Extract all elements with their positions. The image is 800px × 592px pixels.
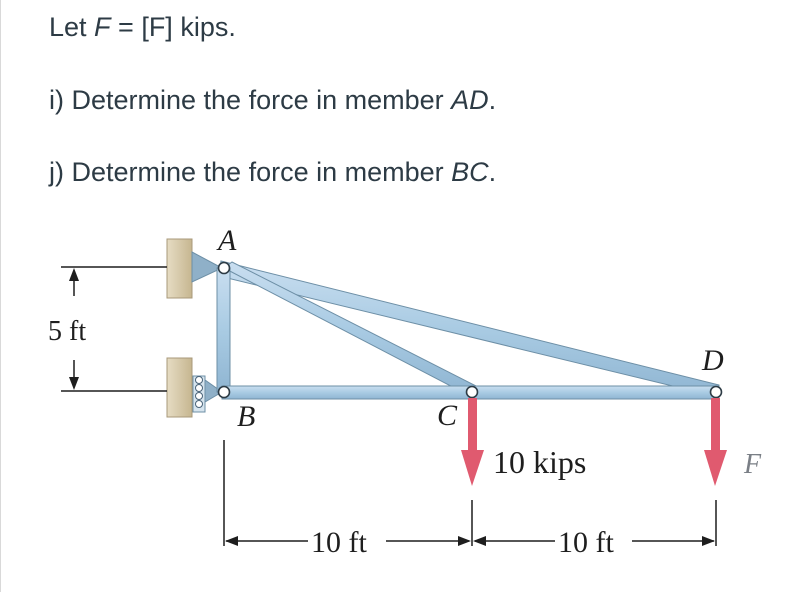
part-j-suffix: . [488,157,497,187]
question-line-given: Let F = [F] kips. [49,12,236,43]
label-C: C [437,399,458,432]
joint-C [465,385,479,399]
wall-support-bottom [166,357,193,418]
span1-label: 10 ft [311,526,367,559]
height-arrow-up-icon [69,268,79,281]
joint-D [709,385,723,399]
part-i-suffix: . [488,85,497,115]
part-i-member: AD [451,85,489,115]
span2-right-arrow-icon [702,536,715,546]
member-AB [216,267,231,393]
part-i-prefix: i) Determine the force in member [49,85,452,115]
label-B: B [237,400,255,433]
roller-support-B [192,375,223,413]
joint-A [217,261,231,275]
span2-left-arrow-icon [473,536,486,546]
load-arrow-D-icon [704,398,727,486]
given-prefix: Let [49,12,95,42]
span1-right-arrow-icon [458,536,471,546]
span2-label: 10 ft [558,526,614,559]
label-A: A [216,224,237,257]
joint-B [217,385,231,399]
wall-support-top [166,238,193,299]
member-CD [469,385,720,400]
pin-bracket-A [191,251,224,283]
height-dimension-label: 5 ft [48,316,86,347]
part-j-prefix: j) Determine the force in member [49,157,452,187]
part-j-member: BC [451,157,489,187]
member-BC [221,385,475,400]
question-part-j: j) Determine the force in member BC. [49,157,496,188]
height-arrow-down-icon [69,377,79,390]
given-variable: F [94,12,111,42]
question-part-i: i) Determine the force in member AD. [49,85,496,116]
load-D-label: F [743,449,762,480]
given-suffix: = [F] kips. [110,12,236,42]
load-arrow-C-icon [461,398,484,486]
span-dimension-lines [223,440,717,546]
load-C-label: 10 kips [493,444,586,480]
span1-left-arrow-icon [225,536,238,546]
member-AD [218,260,720,398]
left-border [0,0,1,592]
label-D: D [701,344,724,377]
